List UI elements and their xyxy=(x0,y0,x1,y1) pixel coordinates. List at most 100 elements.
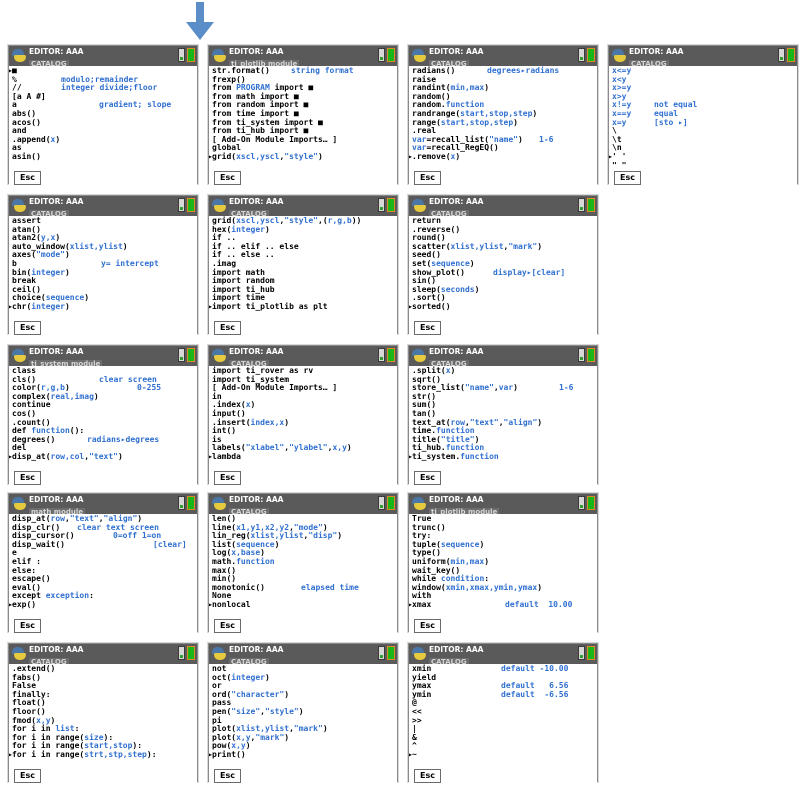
list-item[interactable]: try: xyxy=(409,531,597,541)
list-item[interactable]: var=recall_list("name")1-6 xyxy=(409,135,597,145)
list-item[interactable]: labels("xlabel","ylabel",x,y) xyxy=(209,444,397,453)
list-item[interactable]: pow(x,y) xyxy=(209,742,397,751)
list-item[interactable]: raise xyxy=(409,75,597,85)
list-item[interactable]: //integer divide;floor xyxy=(9,83,197,93)
list-item[interactable]: grid(xscl,yscl,"style",(r,g,b)) xyxy=(209,216,397,226)
list-item[interactable]: [a A #] xyxy=(9,92,197,102)
list-item[interactable]: ti_hub.function xyxy=(409,444,597,453)
list-item[interactable]: frexp() xyxy=(209,75,397,85)
list-item[interactable]: ▸sorted() xyxy=(409,302,597,312)
list-item[interactable]: import ti_system xyxy=(209,375,397,385)
list-item[interactable]: ▸grid(xscl,yscl,"style") xyxy=(209,152,397,162)
list-item[interactable]: return xyxy=(409,216,597,226)
list-item[interactable]: radians()degrees▸radians xyxy=(409,66,597,76)
list-item[interactable]: def function(): xyxy=(9,426,197,436)
list-item[interactable]: class xyxy=(9,366,197,376)
list-item[interactable]: store_list("name",var)1-6 xyxy=(409,383,597,393)
list-item[interactable]: ▸lambda xyxy=(209,452,397,462)
esc-button[interactable]: Esc xyxy=(14,171,41,185)
list-item[interactable]: from PROGRAM import ■ xyxy=(209,83,397,93)
list-item[interactable]: sin() xyxy=(409,276,597,286)
list-item[interactable]: from time import ■ xyxy=(209,109,397,119)
list-item[interactable]: type() xyxy=(409,549,597,558)
list-item[interactable]: plot(x,y,"mark") xyxy=(209,733,397,743)
list-item[interactable]: choice(sequence) xyxy=(9,294,197,303)
list-item[interactable]: del xyxy=(9,444,197,453)
list-item[interactable]: acos() xyxy=(9,118,197,128)
esc-button[interactable]: Esc xyxy=(214,769,241,783)
list-item[interactable]: var=recall_RegEQ() xyxy=(409,144,597,153)
esc-button[interactable]: Esc xyxy=(414,471,441,485)
list-item[interactable]: import random xyxy=(209,276,397,286)
esc-button[interactable]: Esc xyxy=(414,619,441,633)
list-item[interactable]: random.function xyxy=(409,101,597,110)
list-item[interactable]: plot(xlist,ylist,"mark") xyxy=(209,724,397,734)
list-item[interactable]: ▸■ xyxy=(9,66,197,76)
list-item[interactable]: if .. elif .. else xyxy=(209,242,397,252)
list-item[interactable]: .real xyxy=(409,126,597,136)
list-item[interactable]: from ti_hub import ■ xyxy=(209,126,397,136)
list-item[interactable]: floor() xyxy=(9,707,197,717)
list-item[interactable]: for i in list: xyxy=(9,724,197,734)
list-item[interactable]: as xyxy=(9,144,197,153)
list-item[interactable]: .index(x) xyxy=(209,401,397,410)
list-item[interactable]: disp_cursor()0=off 1=on xyxy=(9,531,197,541)
list-item[interactable]: input() xyxy=(209,409,397,419)
list-item[interactable]: ▸nonlocal xyxy=(209,600,397,610)
list-item[interactable]: if .. xyxy=(209,233,397,243)
list-item[interactable]: trunc() xyxy=(409,523,597,533)
list-item[interactable]: asin() xyxy=(9,152,197,162)
list-item[interactable]: @ xyxy=(409,699,597,708)
list-item[interactable]: ▸.remove(x) xyxy=(409,152,597,162)
list-item[interactable]: disp_wait()[clear] xyxy=(9,540,197,550)
list-item[interactable]: is xyxy=(209,435,397,445)
list-item[interactable]: .sort() xyxy=(409,294,597,303)
list-item[interactable]: cos() xyxy=(9,409,197,419)
list-item[interactable]: import ti_rover as rv xyxy=(209,366,397,376)
list-item[interactable]: %modulo;remainder xyxy=(9,75,197,85)
list-item[interactable]: not xyxy=(209,664,397,674)
list-item[interactable]: line(x1,y1,x2,y2,"mode") xyxy=(209,523,397,533)
list-item[interactable]: None xyxy=(209,592,397,601)
esc-button[interactable]: Esc xyxy=(14,321,41,335)
list-item[interactable]: import time xyxy=(209,294,397,303)
list-item[interactable]: >> xyxy=(409,716,597,726)
list-item[interactable]: .extend() xyxy=(9,664,197,674)
list-item[interactable]: atan2(y,x) xyxy=(9,233,197,243)
list-item[interactable]: min() xyxy=(209,574,397,584)
esc-button[interactable]: Esc xyxy=(214,321,241,335)
list-item[interactable]: " " xyxy=(609,161,797,171)
list-item[interactable]: len() xyxy=(209,514,397,524)
list-item[interactable]: set(sequence) xyxy=(409,259,597,269)
list-item[interactable]: x=y[sto ▸] xyxy=(609,118,797,128)
esc-button[interactable]: Esc xyxy=(214,619,241,633)
list-item[interactable]: | xyxy=(409,724,597,734)
list-item[interactable]: sleep(seconds) xyxy=(409,285,597,295)
list-item[interactable]: pass xyxy=(209,699,397,708)
list-item[interactable]: .append(x) xyxy=(9,135,197,145)
list-item[interactable]: ▸print() xyxy=(209,750,397,760)
list-item[interactable]: scatter(xlist,ylist,"mark") xyxy=(409,242,597,252)
list-item[interactable]: title("title") xyxy=(409,435,597,445)
list-item[interactable]: ▸for i in range(strt,stp,step): xyxy=(9,750,197,760)
list-item[interactable]: range(start,stop,step) xyxy=(409,118,597,128)
list-item[interactable]: from random import ■ xyxy=(209,101,397,110)
list-item[interactable]: e xyxy=(9,549,197,558)
list-item[interactable]: ▸ti_system.function xyxy=(409,452,597,462)
list-item[interactable]: break xyxy=(9,276,197,286)
list-item[interactable]: math.function xyxy=(209,557,397,567)
list-item[interactable]: while condition: xyxy=(409,574,597,584)
